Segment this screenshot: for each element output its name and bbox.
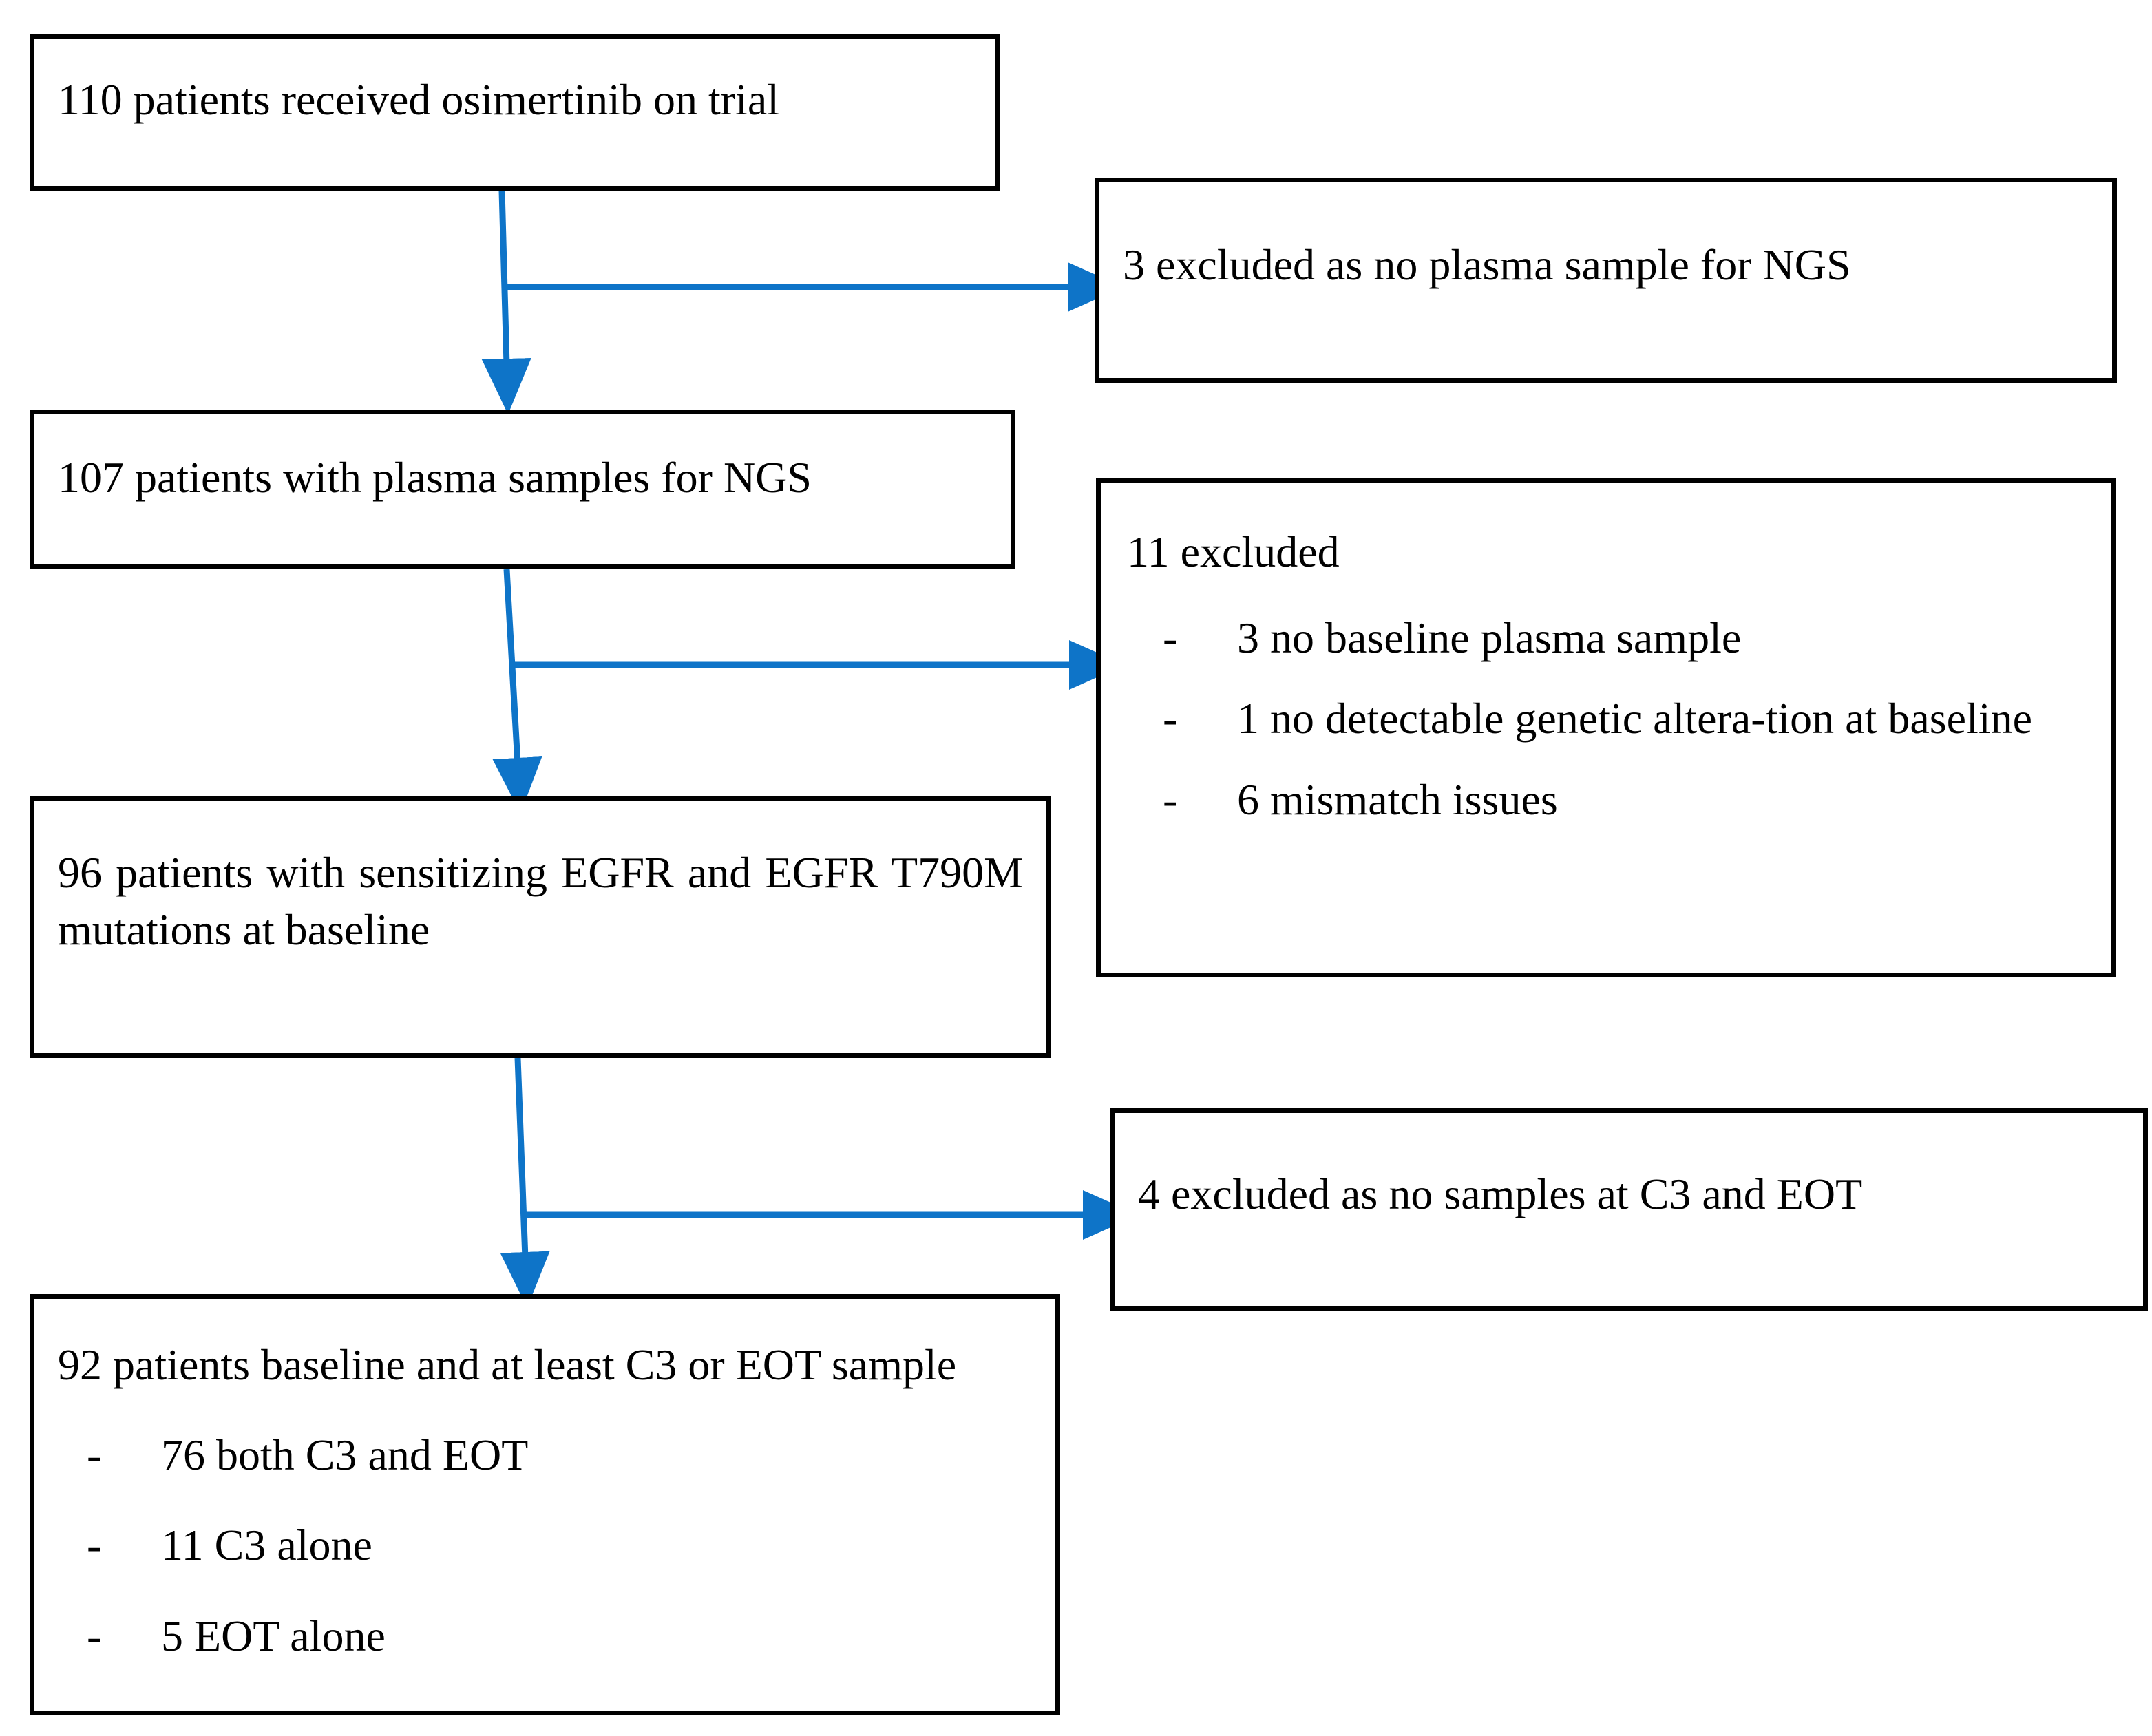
list-item-label: 6 mismatch issues — [1237, 774, 1558, 824]
node-excluded-eleven-body: 11 excluded - 3 no baseline plasma sample… — [1127, 523, 2094, 828]
connector-box3-to-box4 — [500, 1057, 1139, 1308]
connector-box2-to-box3 — [492, 569, 1125, 814]
bullet-dash-icon: - — [87, 1430, 102, 1480]
node-enrolled-patients-label: 110 patients received osimertinib on tri… — [58, 75, 779, 124]
list-item: - 3 no baseline plasma sample — [1127, 609, 2094, 666]
connector-box1-to-box2 — [481, 190, 1124, 414]
final-analysis-bullet-list: - 76 both C3 and EOT - 11 C3 alone - 5 EOT … — [58, 1426, 1039, 1664]
list-item-label: 3 no baseline plasma sample — [1237, 613, 1742, 663]
node-plasma-samples-for-ngs-label: 107 patients with plasma samples for NGS — [58, 453, 812, 502]
node-excluded-no-c3-eot-label: 4 excluded as no samples at C3 and EOT — [1138, 1169, 1863, 1218]
node-excluded-eleven: 11 excluded - 3 no baseline plasma sample… — [1096, 478, 2116, 977]
node-excluded-no-plasma-label: 3 excluded as no plasma sample for NGS — [1123, 240, 1851, 289]
bullet-dash-icon: - — [1163, 613, 1178, 663]
node-final-analysis-body: 92 patients baseline and at least C3 or … — [58, 1336, 1039, 1664]
list-item: - 11 C3 alone — [58, 1516, 1039, 1574]
node-sensitizing-egfr-t790m-label: 96 patients with sensitizing EGFR and EG… — [58, 848, 1023, 955]
list-item: - 1 no detectable genetic altera-tion at … — [1127, 690, 2094, 747]
bullet-dash-icon: - — [1163, 694, 1178, 743]
node-sensitizing-egfr-t790m: 96 patients with sensitizing EGFR and EG… — [30, 796, 1051, 1058]
node-excluded-no-plasma: 3 excluded as no plasma sample for NGS — [1095, 178, 2117, 383]
node-final-analysis-heading: 92 patients baseline and at least C3 or … — [58, 1340, 957, 1389]
list-item: - 6 mismatch issues — [1127, 771, 2094, 828]
bullet-dash-icon: - — [87, 1521, 102, 1570]
node-final-analysis-population: 92 patients baseline and at least C3 or … — [30, 1294, 1060, 1715]
node-enrolled-patients: 110 patients received osimertinib on tri… — [30, 34, 1000, 191]
list-item-label: 1 no detectable genetic altera-tion at b… — [1237, 694, 2032, 743]
node-excluded-eleven-heading: 11 excluded — [1127, 527, 1340, 576]
list-item-label: 76 both C3 and EOT — [161, 1430, 529, 1480]
node-excluded-no-c3-eot: 4 excluded as no samples at C3 and EOT — [1110, 1108, 2148, 1311]
list-item: - 5 EOT alone — [58, 1607, 1039, 1664]
bullet-dash-icon: - — [1163, 774, 1178, 824]
node-plasma-samples-for-ngs: 107 patients with plasma samples for NGS — [30, 410, 1015, 569]
list-item-label: 5 EOT alone — [161, 1611, 386, 1660]
bullet-dash-icon: - — [87, 1611, 102, 1660]
excluded-eleven-bullet-list: - 3 no baseline plasma sample - 1 no detec… — [1127, 609, 2094, 828]
list-item-label: 11 C3 alone — [161, 1521, 372, 1570]
list-item: - 76 both C3 and EOT — [58, 1426, 1039, 1483]
